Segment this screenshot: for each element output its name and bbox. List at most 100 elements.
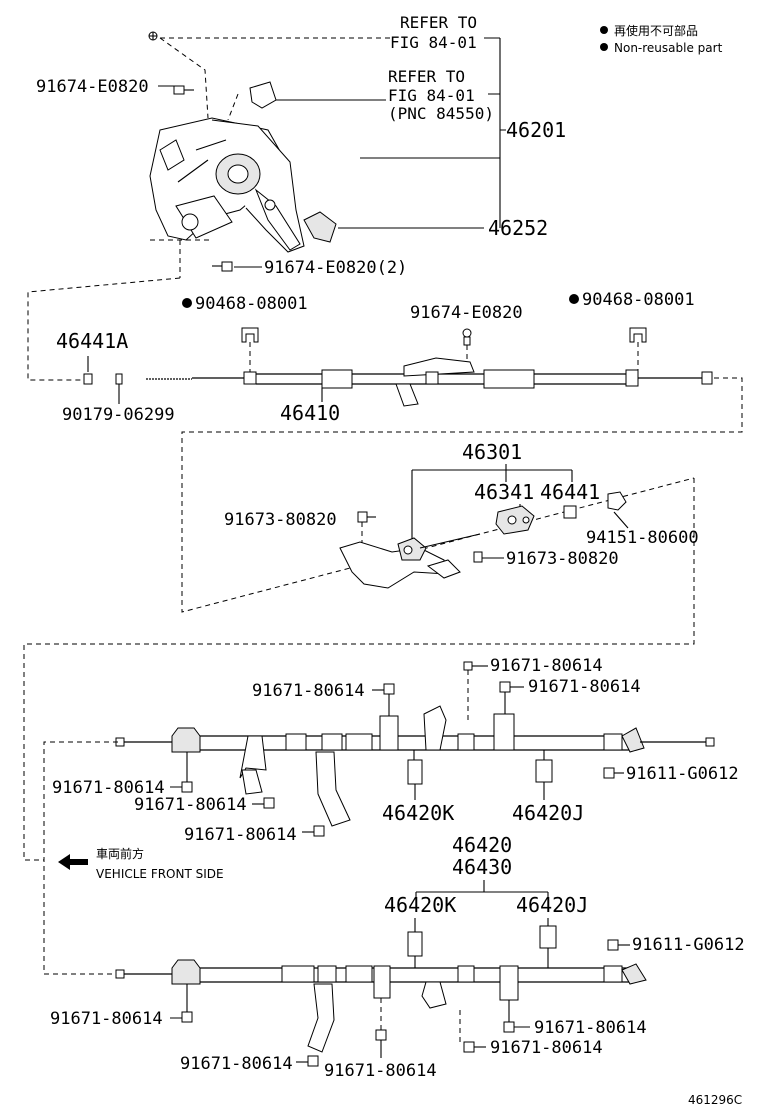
leader-rh-bolt-left-1 <box>170 752 188 788</box>
bolt-icon <box>307 1055 319 1067</box>
legend: 再使用不可部品 Non-reusable part <box>600 23 723 55</box>
rh-91611-label[interactable]: 91611-G0612 <box>626 764 739 784</box>
arrow-left-icon <box>58 854 88 870</box>
bolt-91673-b-label[interactable]: 91673-80820 <box>506 549 619 569</box>
part-46441A-label[interactable]: 46441A <box>56 329 128 353</box>
leader-refer-2 <box>227 93 239 121</box>
bolt-icon <box>181 1011 193 1023</box>
connector-46420J-icon <box>535 759 553 783</box>
leader-lh-bolt-left-1 <box>170 984 188 1019</box>
equalizer-bracket-icon <box>339 533 481 589</box>
cable-grommet-icon <box>457 733 475 751</box>
bolt-icon <box>462 328 472 346</box>
cable-clamp-icon <box>499 965 519 1001</box>
bolt-91673-a-label[interactable]: 91673-80820 <box>224 510 337 530</box>
bracket-icon <box>307 983 335 1053</box>
part-46201-label[interactable]: 46201 <box>506 118 566 142</box>
lh-91611-label[interactable]: 91611-G0612 <box>632 935 745 955</box>
bolt-icon <box>503 1021 515 1033</box>
cable-clamp-icon <box>239 735 267 779</box>
equalizer-section: 46301 46341 46441 91673-80820 91673-8082… <box>224 440 699 589</box>
cable-bracket-foot-icon <box>395 383 419 407</box>
cable-bracket-icon <box>403 357 475 377</box>
part-46420K-b-label[interactable]: 46420K <box>384 893 456 917</box>
refer-fig-label-2[interactable]: FIG 84-01 <box>388 86 475 105</box>
legend-nonreusable-en: Non-reusable part <box>614 41 723 55</box>
bolt-icon <box>607 939 619 951</box>
nut-94151-label[interactable]: 94151-80600 <box>586 528 699 548</box>
rh-bolt-top-2-label[interactable]: 91671-80614 <box>252 681 365 701</box>
refer-to-label-2[interactable]: REFER TO <box>388 67 465 86</box>
part-46420K-a-label[interactable]: 46420K <box>382 801 454 825</box>
bracket-icon <box>315 751 351 827</box>
cable-grommet-icon <box>457 965 475 983</box>
nonreusable-dot-icon <box>600 43 608 51</box>
rh-bolt-left-3-label[interactable]: 91671-80614 <box>184 825 297 845</box>
cable-grommet-icon <box>603 733 623 751</box>
bracket-46430 <box>415 880 549 900</box>
cable-grommet-icon <box>345 965 373 983</box>
cable-sheath <box>256 373 630 385</box>
cable-clamp-icon <box>421 981 447 1009</box>
cable-clamp-icon <box>423 705 447 751</box>
clip-icon <box>629 327 647 343</box>
bolt-icon <box>357 511 376 523</box>
pedal-pad-icon <box>303 211 337 243</box>
front-cable-section: 90468-08001 90468-08001 91674-E0820 4644… <box>56 290 713 425</box>
leader-lh-bolt-right-1 <box>508 1000 530 1028</box>
connector-pedal-to-cable <box>27 277 181 381</box>
clip-left-label[interactable]: 90468-08001 <box>195 294 308 314</box>
bracket-46301 <box>411 464 573 540</box>
part-46410-label[interactable]: 46410 <box>280 401 340 425</box>
bolt-bottom-label[interactable]: 91674-E0820(2) <box>264 258 407 278</box>
connector-46420K-icon <box>407 931 423 957</box>
part-46420-label[interactable]: 46420 <box>452 833 512 857</box>
leader-bolt-upper <box>159 37 209 119</box>
legend-nonreusable-ja: 再使用不可部品 <box>614 23 698 38</box>
bolt-icon <box>463 1041 475 1053</box>
part-46341-label[interactable]: 46341 <box>474 480 534 504</box>
rh-bolt-left-2-label[interactable]: 91671-80614 <box>134 795 247 815</box>
cable-sheath <box>200 967 630 983</box>
part-46441-label[interactable]: 46441 <box>540 480 600 504</box>
clip-right-label[interactable]: 90468-08001 <box>582 290 695 310</box>
bolt-cable-mid-label[interactable]: 91674-E0820 <box>410 303 523 323</box>
refer-pnc-label[interactable]: (PNC 84550) <box>388 104 494 123</box>
lh-bolt-bottom-1-label[interactable]: 91671-80614 <box>180 1054 293 1074</box>
part-46252-label[interactable]: 46252 <box>488 216 548 240</box>
bolt-icon <box>375 1029 387 1041</box>
rh-bolt-top-3-label[interactable]: 91671-80614 <box>528 677 641 697</box>
bolt-top-label[interactable]: 91674-E0820 <box>36 77 149 97</box>
cable-grommet-icon <box>321 733 343 751</box>
pin-90179-label[interactable]: 90179-06299 <box>62 405 175 425</box>
refer-fig-label-1[interactable]: FIG 84-01 <box>390 33 477 52</box>
lh-bolt-right-1-label[interactable]: 91671-80614 <box>534 1018 647 1038</box>
part-46420J-a-label[interactable]: 46420J <box>512 801 584 825</box>
equalizer-yoke-icon <box>495 505 535 535</box>
vehicle-front-en: VEHICLE FRONT SIDE <box>96 867 224 881</box>
lh-bolt-right-2-label[interactable]: 91671-80614 <box>490 1038 603 1058</box>
refer-to-label-1[interactable]: REFER TO <box>400 13 477 32</box>
cable-bracket-icon <box>171 727 201 753</box>
cable-clamp-icon <box>373 965 391 999</box>
cable-end-bracket-icon <box>621 963 647 985</box>
part-46420J-b-label[interactable]: 46420J <box>516 893 588 917</box>
cable-grommet-icon <box>345 733 373 751</box>
rh-bolt-left-1-label[interactable]: 91671-80614 <box>52 778 165 798</box>
bolt-icon <box>313 825 325 837</box>
part-46301-label[interactable]: 46301 <box>462 440 522 464</box>
nonreusable-dot-icon <box>182 298 192 308</box>
cable-fitting-icon <box>625 369 639 387</box>
lh-bolt-bottom-2-label[interactable]: 91671-80614 <box>324 1061 437 1081</box>
cable-clamp-icon <box>379 715 399 751</box>
rh-bolt-top-1-label[interactable]: 91671-80614 <box>490 656 603 676</box>
part-46430-label[interactable]: 46430 <box>452 855 512 879</box>
cable-sheath <box>200 735 630 751</box>
cable-clamp-icon <box>425 371 439 385</box>
lh-bolt-left-1-label[interactable]: 91671-80614 <box>50 1009 163 1029</box>
vehicle-front-ja: 車両前方 <box>96 846 144 861</box>
cable-grommet-icon <box>285 733 307 751</box>
pedal-bracket-icon <box>149 117 305 253</box>
connector-46420J-icon <box>539 925 557 949</box>
cable-grommet-icon <box>317 965 337 983</box>
